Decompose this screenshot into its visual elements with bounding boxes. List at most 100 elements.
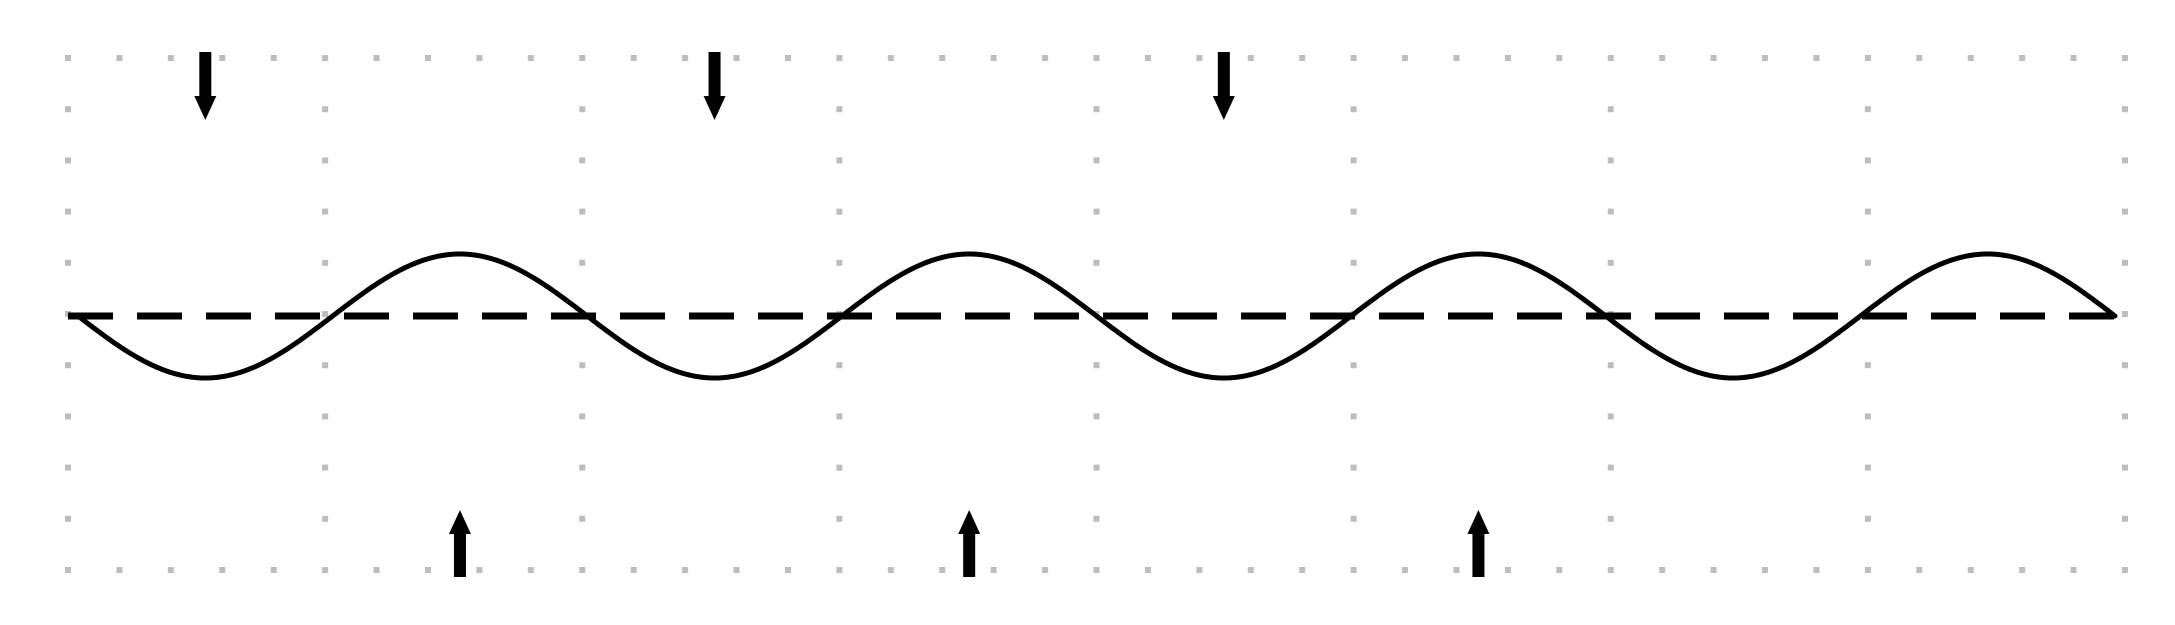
grid-dot [939, 55, 946, 61]
grid-dot [2122, 464, 2128, 471]
grid-dot [836, 464, 843, 471]
grid-dot [1813, 567, 1820, 573]
grid-dot [116, 567, 123, 573]
grid-dot [1916, 567, 1923, 573]
up-arrow [1467, 510, 1490, 577]
down-arrow [1212, 52, 1235, 120]
grid-dot [1813, 55, 1820, 61]
grid-dot [167, 55, 174, 61]
grid-dot [1093, 208, 1100, 215]
grid-dot [1350, 464, 1357, 471]
up-arrow [448, 510, 471, 577]
grid-dot [836, 259, 843, 266]
grid-dot [219, 567, 226, 573]
grid-dot [270, 567, 277, 573]
grid-dot [1350, 362, 1357, 369]
grid-dot [1196, 567, 1203, 573]
grid-dot [1093, 515, 1100, 522]
grid-dot [1042, 55, 1049, 61]
grid-dot [784, 55, 791, 61]
grid-dot [2122, 157, 2128, 164]
grid-dot [1093, 259, 1100, 266]
grid-dot [836, 515, 843, 522]
grid-dot [2070, 567, 2077, 573]
grid-dot [836, 208, 843, 215]
grid-dot [1453, 567, 1460, 573]
grid-dot [1967, 567, 1974, 573]
grid-dot [682, 567, 689, 573]
grid-dot [579, 157, 586, 164]
grid-dot [579, 106, 586, 113]
grid-dot [1864, 413, 1871, 420]
grid-dot [1093, 413, 1100, 420]
grid-dot [373, 567, 380, 573]
grid-dot [1402, 567, 1409, 573]
grid-dot [2122, 208, 2128, 215]
grid-dot [527, 55, 534, 61]
grid-dot [1350, 259, 1357, 266]
grid-dot [1144, 55, 1151, 61]
grid-dot [1762, 55, 1769, 61]
sine-wave [75, 251, 2118, 381]
grid-dot [270, 55, 277, 61]
grid-dot [579, 567, 586, 573]
grid-dot [322, 259, 329, 266]
down-arrow [194, 52, 217, 120]
grid-dot [2019, 55, 2026, 61]
grid-dot [65, 259, 71, 266]
grid-dot [1196, 55, 1203, 61]
grid-dot [65, 157, 71, 164]
grid-dot [2122, 259, 2128, 266]
grid-dot [167, 567, 174, 573]
grid-dot [939, 567, 946, 573]
grid-dot [1247, 567, 1254, 573]
grid-dot [65, 413, 71, 420]
grid-dot [1042, 567, 1049, 573]
grid-dot [1093, 157, 1100, 164]
grid-dot [65, 464, 71, 471]
grid-dot [579, 464, 586, 471]
grid-dot [579, 413, 586, 420]
grid-dot [1350, 55, 1357, 61]
grid-dot [1864, 362, 1871, 369]
grid-dot [682, 55, 689, 61]
grid-dot [2122, 362, 2128, 369]
grid-dot [836, 413, 843, 420]
grid-dot [1093, 106, 1100, 113]
grid-dot [1607, 259, 1614, 266]
grid-dot [2019, 567, 2026, 573]
grid-dot [1864, 55, 1871, 61]
grid-dot [1607, 464, 1614, 471]
grid-dot [424, 55, 431, 61]
grid-dot [1556, 55, 1563, 61]
grid-dot [1659, 567, 1666, 573]
grid-dot [322, 208, 329, 215]
grid-dot [1350, 567, 1357, 573]
grid-dot [322, 464, 329, 471]
grid-dot [1093, 55, 1100, 61]
grid-dot [1710, 567, 1717, 573]
grid-dot [1350, 208, 1357, 215]
grid-dot [579, 55, 586, 61]
grid-dot [630, 55, 637, 61]
grid-dot [322, 311, 329, 317]
grid-dot [990, 567, 997, 573]
grid-dot [1864, 464, 1871, 471]
grid-dot [1350, 106, 1357, 113]
grid-dot [1093, 464, 1100, 471]
grid-dot [1299, 55, 1306, 61]
grid-dot [1504, 55, 1511, 61]
grid-dot [1402, 55, 1409, 61]
grid-dot [836, 567, 843, 573]
up-arrow [958, 510, 981, 577]
grid-dot [1607, 413, 1614, 420]
grid-dot [1967, 55, 1974, 61]
grid-dot [836, 157, 843, 164]
grid-dot [322, 106, 329, 113]
grid-dot [373, 55, 380, 61]
grid-dot [630, 567, 637, 573]
grid-dot [1864, 515, 1871, 522]
grid-dot [1607, 208, 1614, 215]
grid-dot [322, 515, 329, 522]
